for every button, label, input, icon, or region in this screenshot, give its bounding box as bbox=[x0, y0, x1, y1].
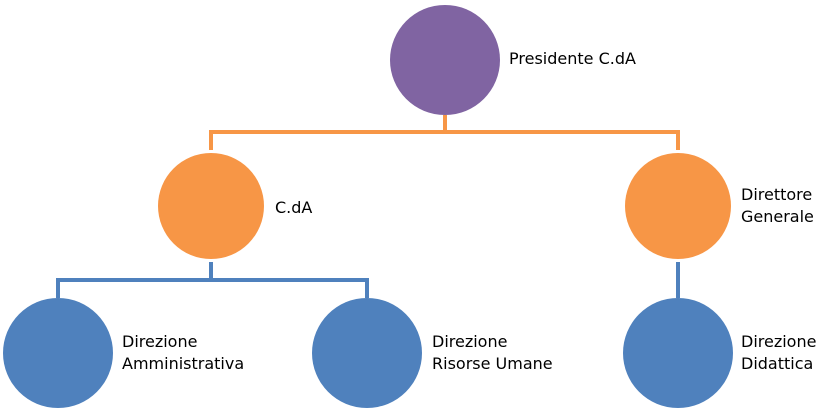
node-amministrativa-label-line-2: Amministrativa bbox=[122, 354, 245, 373]
node-didattica-circle bbox=[623, 298, 733, 408]
node-risorse-label-line-2: Risorse Umane bbox=[432, 354, 553, 373]
node-risorse-label: Direzione Risorse Umane bbox=[432, 331, 553, 375]
node-cda-circle bbox=[158, 153, 264, 259]
node-direttore-circle bbox=[625, 153, 731, 259]
node-amministrativa-circle bbox=[3, 298, 113, 408]
node-direttore-label-line-2: Generale bbox=[741, 207, 814, 226]
node-didattica-label: Direzione Didattica bbox=[741, 331, 816, 375]
node-didattica-label-line-2: Didattica bbox=[741, 354, 814, 373]
node-cda-label-text: C.dA bbox=[275, 198, 313, 217]
node-amministrativa-label: Direzione Amministrativa bbox=[122, 331, 244, 375]
node-amministrativa-label-line-1: Direzione bbox=[122, 332, 198, 351]
node-risorse-circle bbox=[312, 298, 422, 408]
node-president-label: Presidente C.dA bbox=[509, 48, 636, 70]
connectors-level-2 bbox=[56, 262, 680, 298]
node-cda-label: C.dA bbox=[275, 197, 312, 219]
node-didattica-label-line-1: Direzione bbox=[741, 332, 817, 351]
node-direttore-label: Direttore Generale bbox=[741, 184, 814, 228]
node-president-label-text: Presidente C.dA bbox=[509, 49, 636, 68]
node-direttore-label-line-1: Direttore bbox=[741, 185, 813, 204]
node-president-circle bbox=[390, 5, 500, 115]
node-risorse-label-line-1: Direzione bbox=[432, 332, 508, 351]
connectors-level-1 bbox=[209, 115, 680, 150]
